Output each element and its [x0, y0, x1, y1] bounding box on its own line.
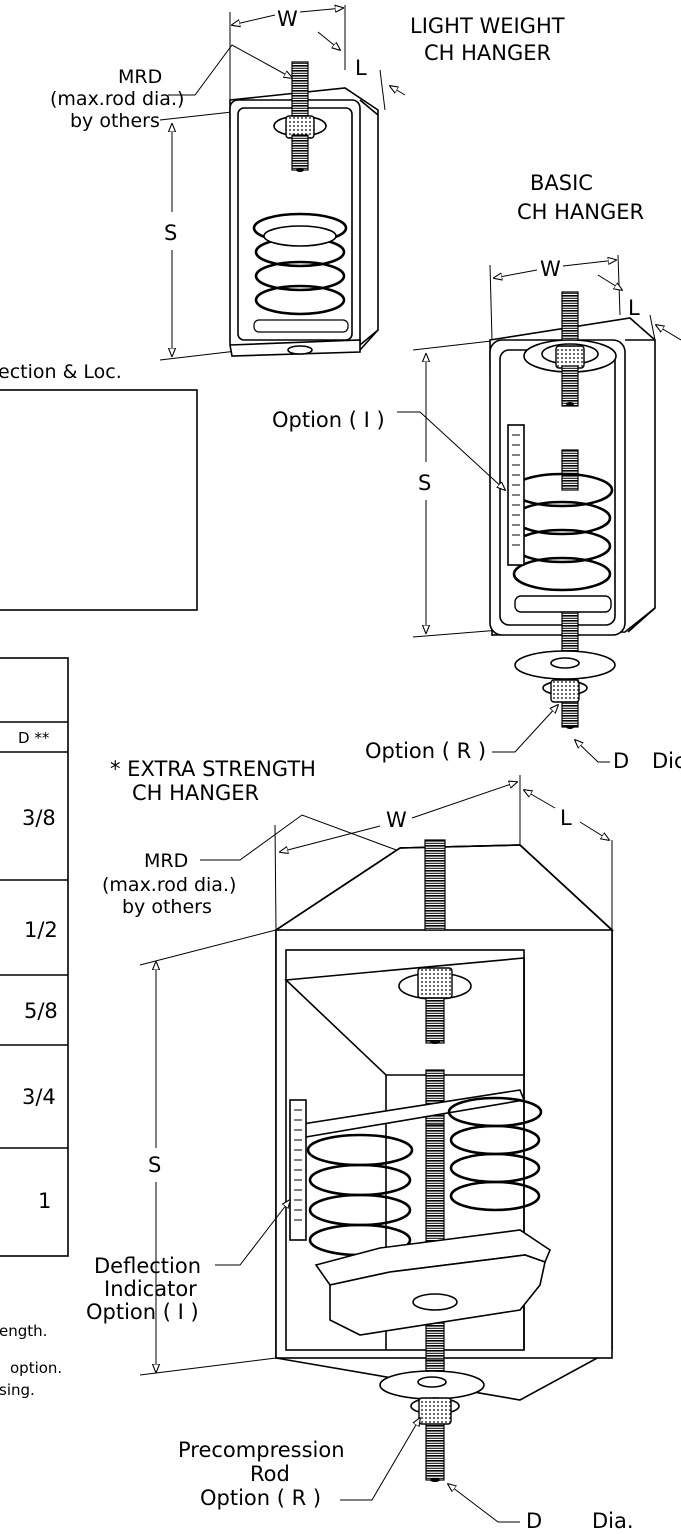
light-mrd-2: (max.rod dia.): [50, 88, 184, 110]
table-cell: 3/4: [22, 1085, 56, 1109]
extra-defl-1: Deflection: [94, 1254, 201, 1278]
light-hanger-title-1: LIGHT WEIGHT: [410, 14, 565, 38]
light-hanger-title-2: CH HANGER: [424, 41, 551, 65]
extra-strength-hanger: * EXTRA STRENGTH CH HANGER W L MRD (max.…: [86, 757, 634, 1533]
extra-mrd-2: (max.rod dia.): [102, 874, 236, 896]
extra-hanger-title-1: * EXTRA STRENGTH: [110, 757, 316, 781]
caption-fragment: ection & Loc.: [0, 361, 122, 383]
extra-d-dia-suffix: Dia.: [592, 1509, 634, 1533]
light-dim-w: W: [277, 7, 298, 31]
table-cell: 1: [38, 1189, 51, 1213]
extra-dim-s: S: [148, 1153, 161, 1177]
light-mrd-3: by others: [70, 110, 160, 132]
blank-box: [0, 389, 198, 611]
extra-d-dia: D: [526, 1509, 542, 1533]
left-table-fragment: ection & Loc. D ** 3/8 1/2 5/8 3/4 1 eng…: [0, 361, 198, 1399]
table-header-fragment: D **: [18, 729, 50, 747]
basic-hanger: BASIC CH HANGER W L S: [272, 171, 681, 773]
basic-d-dia: D: [613, 749, 629, 773]
note-fragment: sing.: [0, 1381, 35, 1399]
extra-mrd-1: MRD: [144, 850, 188, 872]
basic-hanger-title-1: BASIC: [530, 171, 593, 195]
light-weight-hanger: LIGHT WEIGHT CH HANGER W L MRD (max.rod …: [50, 5, 565, 361]
basic-d-dia-suffix: Dic: [652, 749, 681, 773]
basic-dim-s: S: [418, 471, 431, 495]
extra-hanger-title-2: CH HANGER: [132, 781, 259, 805]
dimension-table-fragment: [0, 657, 69, 1257]
note-fragment: ength.: [0, 1322, 47, 1340]
table-cell: 3/8: [22, 806, 56, 830]
extra-precomp-1: Precompression: [178, 1438, 345, 1462]
extra-precomp-2: Rod: [250, 1462, 290, 1486]
table-cell: 1/2: [24, 918, 58, 942]
extra-defl-3: Option ( I ): [86, 1300, 199, 1324]
light-mrd-1: MRD: [118, 66, 162, 88]
extra-dim-w: W: [386, 808, 407, 832]
extra-dim-l: L: [560, 806, 572, 830]
light-dim-s: S: [164, 221, 177, 245]
table-cell: 5/8: [24, 999, 58, 1023]
light-dim-l: L: [355, 56, 367, 80]
basic-dim-l: L: [628, 296, 640, 320]
basic-hanger-title-2: CH HANGER: [517, 200, 644, 224]
extra-mrd-3: by others: [122, 896, 212, 918]
basic-option-i: Option ( I ): [272, 408, 385, 432]
basic-dim-w: W: [540, 257, 561, 281]
basic-option-r: Option ( R ): [365, 739, 486, 763]
extra-precomp-3: Option ( R ): [200, 1486, 321, 1510]
extra-defl-2: Indicator: [104, 1277, 197, 1301]
note-fragment: option.: [10, 1359, 62, 1377]
